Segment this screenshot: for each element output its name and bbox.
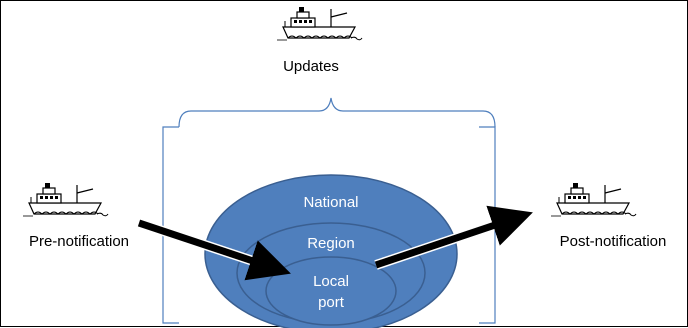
region-label: Region [307, 235, 355, 252]
ship-icon [276, 6, 363, 41]
post-notification-arrow [374, 205, 533, 270]
left-bracket [162, 126, 179, 324]
local-port-ellipse [265, 256, 397, 326]
ship-icon [22, 182, 109, 217]
post-notification-label: Post-notification [560, 233, 667, 250]
updates-brace [178, 97, 496, 128]
national-label: National [303, 194, 358, 211]
ship-icon [550, 182, 637, 217]
pre-notification-label: Pre-notification [29, 233, 129, 250]
port-label: port [318, 294, 345, 311]
updates-label: Updates [283, 58, 339, 75]
local-label: Local [313, 273, 349, 290]
pre-notification-arrow [137, 218, 291, 281]
